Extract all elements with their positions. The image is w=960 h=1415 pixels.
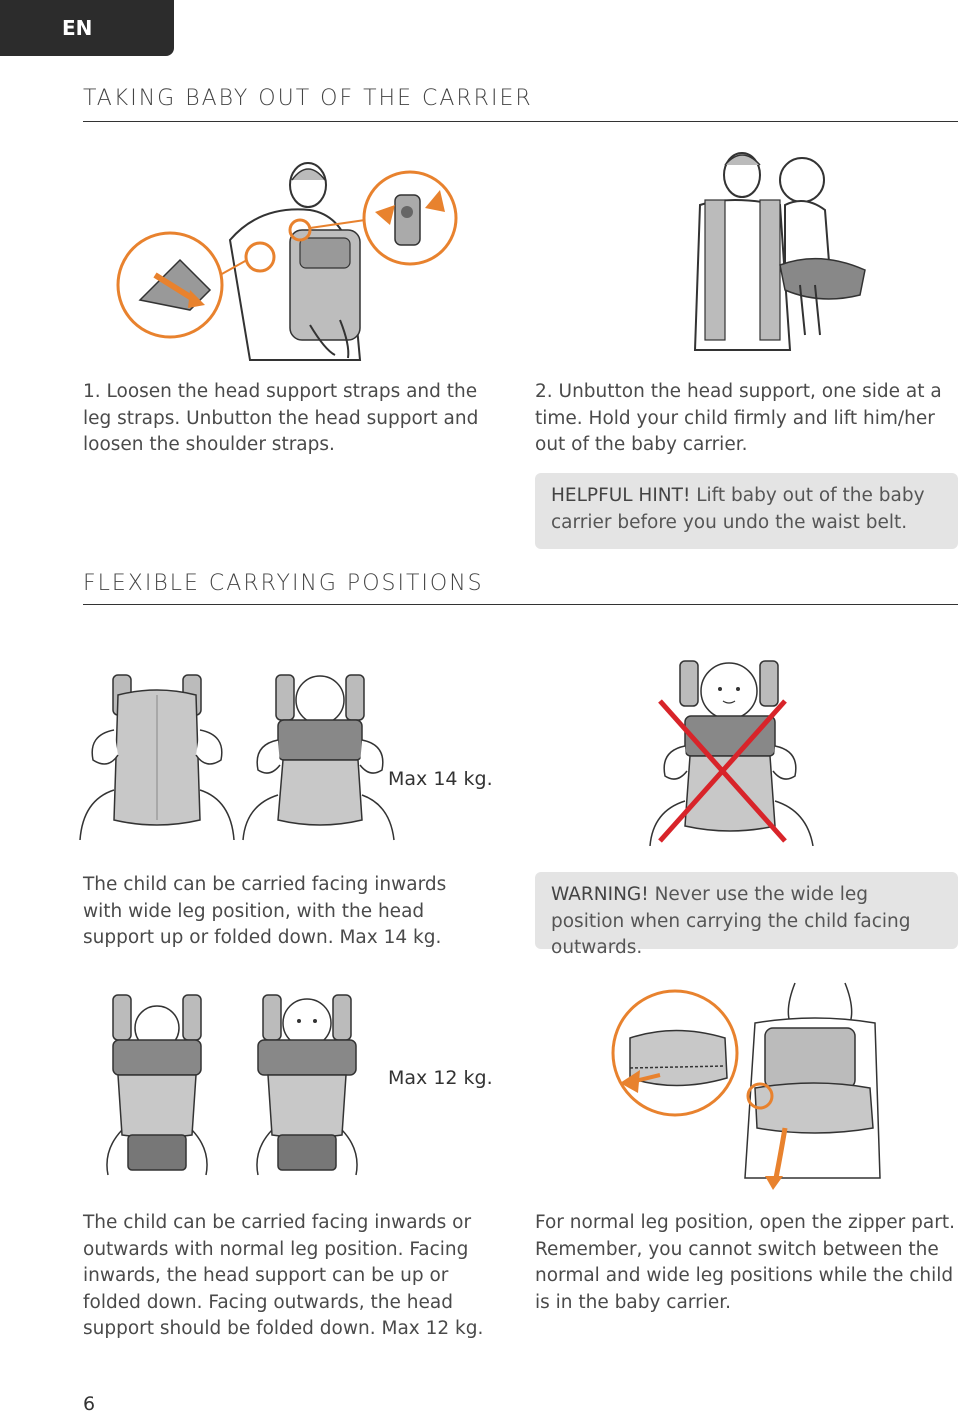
max-12-label: Max 12 kg. [388, 1067, 493, 1089]
warning-box: WARNING! Never use the wide leg position… [535, 872, 958, 958]
illustration-wide-leg-inward [78, 670, 398, 845]
hint-lead: HELPFUL HINT! [551, 485, 691, 506]
illustration-zipper [605, 978, 885, 1198]
helpful-hint-box: HELPFUL HINT! Lift baby out of the baby … [535, 473, 958, 549]
illustration-wide-leg-outward-forbidden [635, 656, 835, 846]
illustration-step1 [110, 150, 460, 365]
section-rule [83, 604, 958, 605]
language-tab: EN [0, 0, 174, 56]
illustration-normal-leg [98, 990, 368, 1190]
hint-text: Lift baby out of the baby carrier before… [551, 485, 925, 533]
section-title-flexible: FLEXIBLE CARRYING POSITIONS [83, 571, 484, 596]
section-title-taking-out: TAKING BABY OUT OF THE CARRIER [83, 86, 533, 111]
warning-lead: WARNING! [551, 884, 649, 905]
warning-text: Never use the wide leg position when car… [551, 884, 911, 958]
normal-leg-text: The child can be carried facing inwards … [83, 1212, 484, 1339]
max-14-label: Max 14 kg. [388, 768, 493, 790]
step2-text: 2. Unbutton the head support, one side a… [535, 381, 942, 455]
illustration-step2 [690, 135, 880, 355]
wide-leg-text: The child can be carried facing inwards … [83, 874, 447, 948]
page-number: 6 [83, 1393, 96, 1415]
step1-text: 1. Loosen the head support straps and th… [83, 381, 479, 455]
section-rule [83, 121, 958, 122]
zipper-text: For normal leg position, open the zipper… [535, 1212, 955, 1313]
